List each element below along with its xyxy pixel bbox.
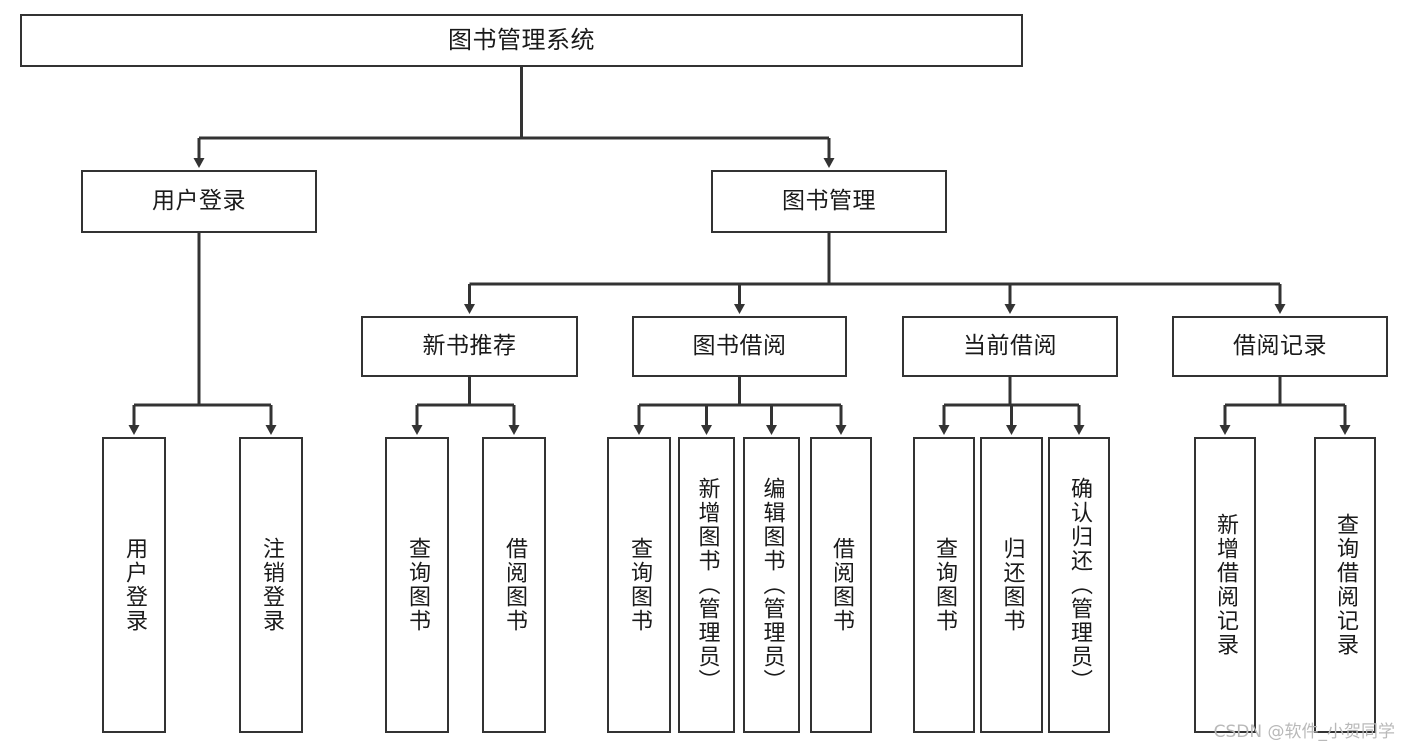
node-root[interactable]: 图书管理系统	[20, 14, 1023, 67]
node-label: 查询图书	[932, 537, 957, 633]
node-label: 注销登录	[259, 537, 284, 633]
node-label: 查询借阅记录	[1333, 513, 1358, 657]
node-leaf-query-record[interactable]: 查询借阅记录	[1314, 437, 1376, 733]
node-new-book-rec[interactable]: 新书推荐	[361, 316, 578, 377]
node-leaf-query-book-2[interactable]: 查询图书	[607, 437, 671, 733]
node-leaf-logout-login[interactable]: 注销登录	[239, 437, 303, 733]
node-leaf-query-book-3[interactable]: 查询图书	[913, 437, 975, 733]
node-leaf-user-login[interactable]: 用户登录	[102, 437, 166, 733]
csdn-watermark: CSDN @软件_小贺同学	[1213, 722, 1395, 742]
node-label: 借阅图书	[502, 537, 527, 633]
node-label: 新增借阅记录	[1213, 513, 1238, 657]
node-label: 归还图书	[999, 537, 1025, 633]
node-label: 当前借阅	[963, 333, 1057, 360]
node-label: 新书推荐	[422, 333, 517, 360]
node-leaf-add-record[interactable]: 新增借阅记录	[1194, 437, 1256, 733]
node-label: 用户登录	[122, 537, 147, 633]
node-label: 图书借阅	[692, 333, 787, 360]
node-label: 查询图书	[627, 537, 652, 633]
node-current-borrow[interactable]: 当前借阅	[902, 316, 1118, 377]
node-label: 查询图书	[405, 537, 430, 633]
node-label: 图书管理	[782, 188, 876, 215]
node-label: 借阅图书	[829, 537, 854, 633]
node-user-login[interactable]: 用户登录	[81, 170, 317, 233]
node-leaf-confirm-return[interactable]: 确认归还（管理员）	[1048, 437, 1110, 733]
node-leaf-query-book-1[interactable]: 查询图书	[385, 437, 449, 733]
node-leaf-edit-book[interactable]: 编辑图书（管理员）	[743, 437, 800, 733]
node-label: 借阅记录	[1233, 333, 1327, 360]
node-leaf-add-book[interactable]: 新增图书（管理员）	[678, 437, 735, 733]
node-borrow-record[interactable]: 借阅记录	[1172, 316, 1388, 377]
node-leaf-return-book[interactable]: 归还图书	[980, 437, 1043, 733]
node-label: 新增图书（管理员）	[694, 477, 720, 693]
node-label: 确认归还（管理员）	[1067, 477, 1092, 693]
node-label: 用户登录	[152, 188, 246, 215]
node-label: 编辑图书（管理员）	[759, 477, 785, 693]
node-book-borrow[interactable]: 图书借阅	[632, 316, 847, 377]
node-leaf-borrow-book-1[interactable]: 借阅图书	[482, 437, 546, 733]
node-label: 图书管理系统	[448, 25, 595, 54]
node-book-manage[interactable]: 图书管理	[711, 170, 947, 233]
node-leaf-borrow-book-2[interactable]: 借阅图书	[810, 437, 872, 733]
